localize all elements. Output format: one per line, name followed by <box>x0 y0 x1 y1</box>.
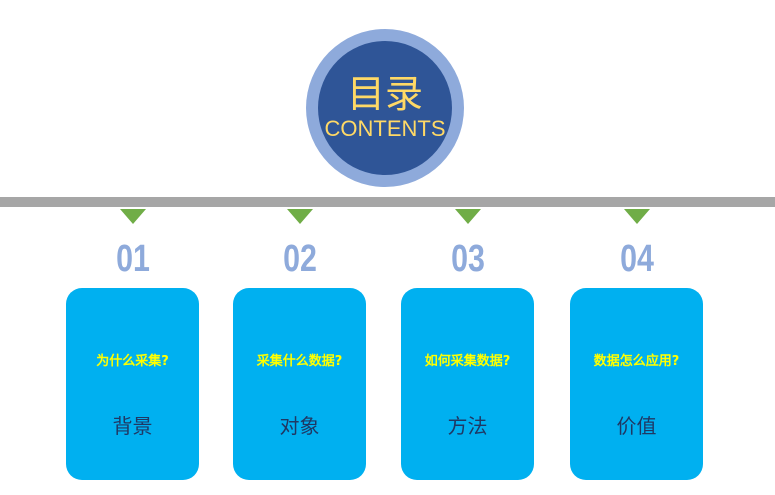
section-number: 02 <box>283 238 317 280</box>
section-question: 采集什么数据? <box>256 354 343 369</box>
section-topic: 价值 <box>616 414 657 438</box>
section-2: 02 采集什么数据? 对象 <box>233 209 367 480</box>
section-question: 如何采集数据? <box>424 354 511 369</box>
section-card[interactable]: 如何采集数据? 方法 <box>401 288 534 480</box>
title-badge-inner: 目录 CONTENTS <box>318 41 452 175</box>
section-card[interactable]: 为什么采集? 背景 <box>66 288 199 480</box>
divider-bar <box>0 197 775 207</box>
triangle-down-icon <box>624 209 650 224</box>
section-4: 04 数据怎么应用? 价值 <box>570 209 704 480</box>
section-topic: 方法 <box>447 414 488 438</box>
section-topic: 背景 <box>112 414 153 438</box>
title-en: CONTENTS <box>324 116 446 141</box>
section-topic: 对象 <box>279 414 320 438</box>
section-question: 数据怎么应用? <box>593 354 680 369</box>
section-3: 03 如何采集数据? 方法 <box>401 209 535 480</box>
triangle-down-icon <box>287 209 313 224</box>
title-cn: 目录 <box>346 72 423 116</box>
section-1: 01 为什么采集? 背景 <box>66 209 200 480</box>
section-number: 01 <box>116 238 150 280</box>
section-question: 为什么采集? <box>96 354 169 369</box>
section-card[interactable]: 数据怎么应用? 价值 <box>570 288 703 480</box>
triangle-down-icon <box>120 209 146 224</box>
section-card[interactable]: 采集什么数据? 对象 <box>233 288 366 480</box>
triangle-down-icon <box>455 209 481 224</box>
section-number: 04 <box>620 238 654 280</box>
section-number: 03 <box>451 238 485 280</box>
title-badge: 目录 CONTENTS <box>306 29 464 187</box>
